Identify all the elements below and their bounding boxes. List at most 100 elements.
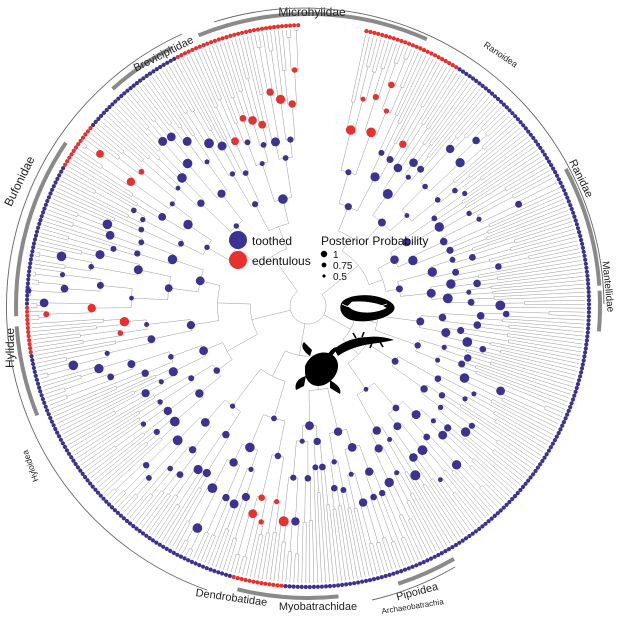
state-legend: toothed edentulous xyxy=(229,231,311,269)
tip-state xyxy=(356,580,361,585)
branch xyxy=(430,259,453,268)
ancestral-node xyxy=(126,177,136,186)
branch xyxy=(374,382,397,409)
tip-states-ring xyxy=(24,23,592,590)
branch xyxy=(271,50,279,100)
branch xyxy=(236,123,245,144)
tip-state xyxy=(315,584,320,589)
ancestral-node xyxy=(146,475,152,481)
tip-state xyxy=(463,536,469,541)
tip-state xyxy=(570,397,576,402)
branch xyxy=(223,42,240,92)
branch xyxy=(294,69,297,104)
branch xyxy=(401,423,423,451)
branch xyxy=(452,136,466,152)
tip-state xyxy=(391,36,396,41)
branch xyxy=(432,478,471,531)
tip-state xyxy=(573,389,578,394)
branch xyxy=(401,186,426,211)
tip-state xyxy=(571,210,576,215)
branch xyxy=(38,240,83,252)
ancestral-node xyxy=(378,149,385,156)
tip-state xyxy=(161,544,166,549)
branch-arc xyxy=(65,357,68,361)
branch xyxy=(162,70,189,112)
tip-state xyxy=(439,551,444,556)
tip-state xyxy=(93,119,98,124)
branch-arc xyxy=(233,537,237,540)
branch xyxy=(447,493,474,529)
branch xyxy=(514,221,572,241)
tip-state xyxy=(387,572,392,578)
branch xyxy=(304,478,306,523)
branch xyxy=(141,171,176,200)
branch xyxy=(442,393,461,406)
branch xyxy=(132,194,164,216)
branch xyxy=(385,537,397,569)
branch xyxy=(424,81,471,145)
tip-state xyxy=(558,427,563,432)
tip-state xyxy=(443,549,448,554)
branch-arc xyxy=(285,350,315,357)
tip-state xyxy=(540,149,545,154)
branch xyxy=(115,335,151,343)
tip-state xyxy=(171,550,176,556)
branch xyxy=(254,34,258,48)
branch xyxy=(463,440,518,488)
branch-arc xyxy=(115,386,118,390)
tip-state xyxy=(410,564,415,569)
branch xyxy=(114,219,141,232)
branch xyxy=(423,66,448,108)
ancestral-node xyxy=(451,460,462,470)
ancestral-node xyxy=(348,471,354,477)
branch xyxy=(145,495,171,531)
branch xyxy=(346,101,354,130)
branch xyxy=(461,328,508,336)
branch xyxy=(260,522,264,535)
branch xyxy=(412,492,444,548)
branch xyxy=(162,141,185,167)
tip-state xyxy=(568,203,573,208)
branch xyxy=(471,241,515,256)
branch xyxy=(242,36,256,88)
branch xyxy=(246,35,261,95)
tip-state xyxy=(45,408,50,413)
ancestral-node xyxy=(437,404,444,411)
tip-state xyxy=(45,198,50,204)
tip-state xyxy=(575,382,581,387)
branch xyxy=(245,172,260,203)
ancestral-node xyxy=(110,245,117,252)
tip-state xyxy=(33,373,38,378)
branch xyxy=(397,271,433,282)
ancestral-node xyxy=(175,185,181,191)
branch-arc xyxy=(401,536,405,539)
branch xyxy=(143,413,171,435)
tip-state xyxy=(538,145,543,150)
tip-state xyxy=(78,138,83,143)
branch xyxy=(254,86,265,125)
branch xyxy=(64,373,110,390)
ancestral-node xyxy=(466,210,472,217)
branch xyxy=(109,241,139,252)
branch xyxy=(466,349,576,380)
tip-state xyxy=(402,567,408,572)
branch xyxy=(406,48,412,60)
branch xyxy=(85,448,117,472)
tip-state xyxy=(85,129,90,134)
branch xyxy=(440,436,471,467)
branch xyxy=(332,509,342,582)
branch-arc xyxy=(403,57,408,60)
branch xyxy=(235,38,247,80)
branch xyxy=(489,195,563,228)
branch xyxy=(170,345,202,358)
branch xyxy=(390,542,401,568)
tip-state xyxy=(182,556,187,561)
tip-state xyxy=(473,529,478,534)
branch xyxy=(313,467,315,489)
ancestral-node xyxy=(464,354,472,362)
tip-state xyxy=(48,415,53,421)
branch xyxy=(83,143,88,146)
branch-arc xyxy=(471,248,474,251)
branch-arc xyxy=(422,142,426,146)
branch xyxy=(190,320,219,326)
